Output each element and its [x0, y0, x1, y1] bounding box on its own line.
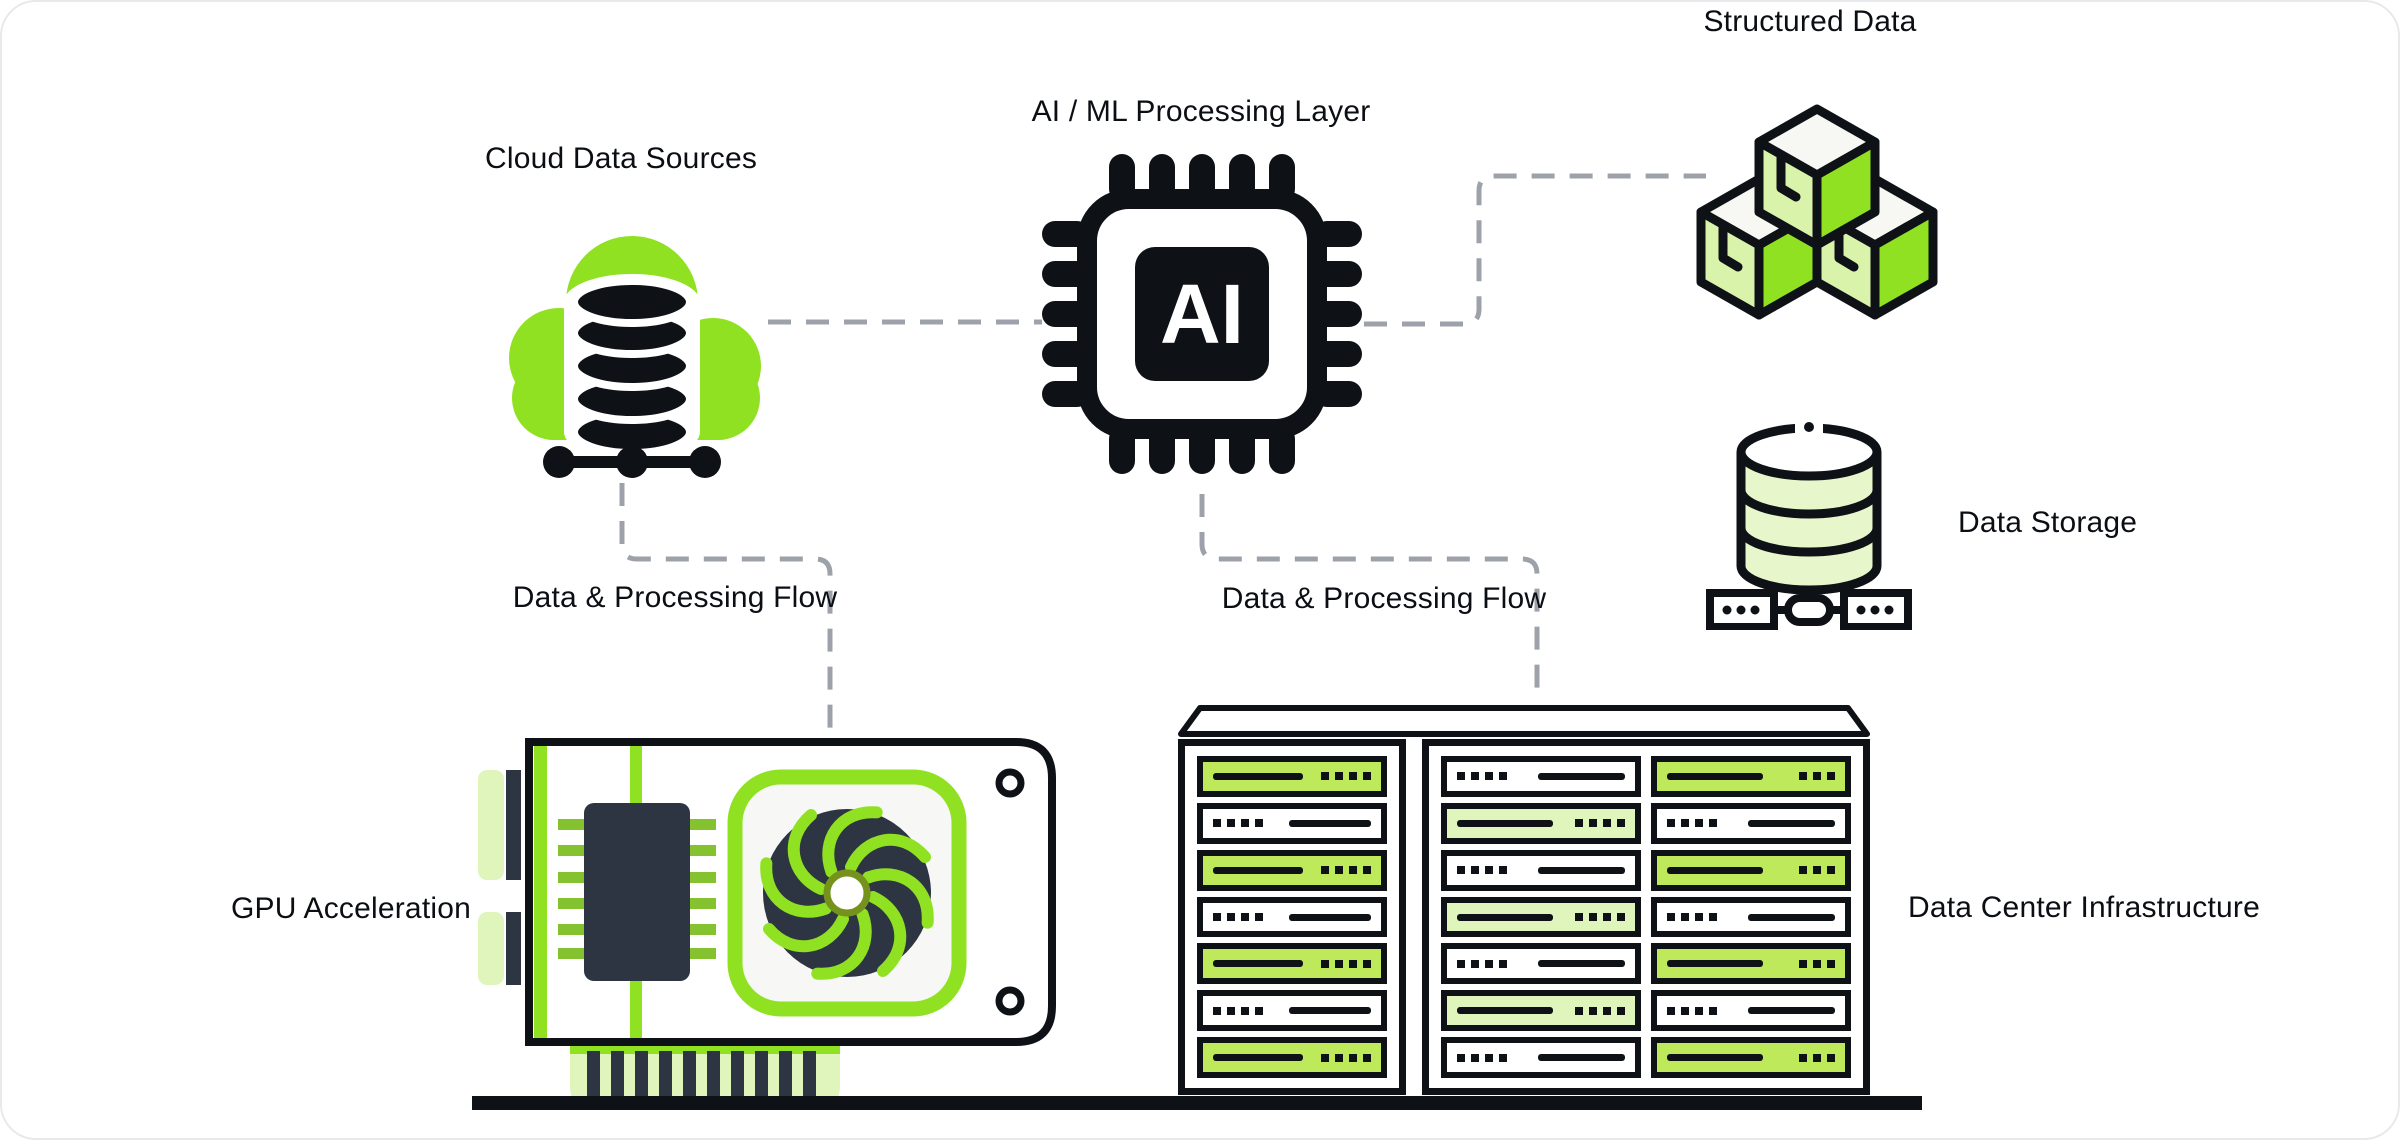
cubes-icon — [1696, 104, 1938, 320]
server-unit — [1197, 943, 1387, 985]
server-unit — [1197, 1037, 1387, 1079]
server-unit-dots — [1667, 913, 1717, 921]
connector-chip-to-cubes — [1364, 173, 1706, 327]
server-unit-dots — [1575, 913, 1625, 921]
server-unit-dots — [1213, 913, 1263, 921]
database-storage-icon — [1706, 421, 1912, 630]
server-unit-line — [1747, 1007, 1835, 1015]
rack-cabinet-left — [1178, 739, 1406, 1095]
server-unit-dots — [1321, 772, 1371, 781]
server-unit — [1651, 943, 1851, 985]
server-unit-line — [1747, 913, 1835, 921]
server-unit — [1441, 756, 1641, 797]
data-storage-label: Data Storage — [1958, 506, 2138, 539]
chip-core — [1135, 247, 1269, 381]
flow-label-right: Data & Processing Flow — [1221, 582, 1547, 615]
structured-data-label: Structured Data — [1703, 5, 1917, 38]
ai-chip-label: AI / ML Processing Layer — [1031, 95, 1371, 128]
server-unit — [1197, 756, 1387, 797]
server-unit-dots — [1457, 866, 1507, 875]
server-unit-dots — [1457, 959, 1507, 968]
gpu-card-icon — [478, 738, 1056, 1105]
gpu-fan — [727, 769, 967, 1017]
storage-connectors — [1706, 586, 1912, 630]
server-unit-line — [1288, 819, 1371, 827]
server-unit-line — [1288, 1007, 1371, 1015]
server-unit — [1651, 896, 1851, 938]
server-unit-dots — [1667, 1006, 1717, 1015]
server-unit-dots — [1321, 959, 1371, 968]
server-unit — [1197, 849, 1387, 891]
server-unit-dots — [1457, 772, 1507, 781]
rack-top-face — [1178, 705, 1870, 737]
server-unit — [1441, 802, 1641, 844]
server-unit — [1441, 849, 1641, 891]
server-unit — [1651, 990, 1851, 1032]
server-unit-line — [1667, 1054, 1763, 1062]
server-unit-line — [1457, 1007, 1553, 1015]
server-unit — [1651, 1037, 1851, 1079]
cloud-database-icon — [509, 236, 761, 478]
server-unit — [1651, 756, 1851, 797]
server-unit-line — [1537, 1054, 1625, 1062]
server-unit-dots — [1321, 866, 1371, 875]
gpu-label: GPU Acceleration — [231, 892, 471, 925]
server-unit-dots — [1799, 772, 1835, 781]
server-unit-dots — [1457, 1053, 1507, 1062]
ai-chip-icon: AI — [1042, 154, 1362, 474]
flow-label-left: Data & Processing Flow — [512, 581, 838, 614]
server-unit-line — [1537, 772, 1625, 780]
server-unit — [1197, 802, 1387, 844]
server-unit-line — [1213, 772, 1304, 780]
server-unit-line — [1457, 913, 1553, 921]
server-unit-dots — [1575, 819, 1625, 828]
server-unit-line — [1537, 866, 1625, 874]
server-unit-line — [1213, 1054, 1304, 1062]
server-unit-line — [1667, 866, 1763, 874]
server-unit — [1651, 802, 1851, 844]
server-unit-line — [1667, 960, 1763, 968]
rack-cabinet-right — [1422, 739, 1870, 1095]
gpu-chip — [558, 803, 716, 981]
server-unit — [1441, 896, 1641, 938]
server-unit — [1441, 1037, 1641, 1079]
server-unit — [1651, 849, 1851, 891]
gpu-screw-top — [995, 768, 1025, 798]
chip-text: AI — [1160, 267, 1244, 361]
server-unit-dots — [1575, 1006, 1625, 1015]
server-unit-line — [1667, 772, 1763, 780]
server-unit-line — [1213, 960, 1304, 968]
server-unit — [1197, 990, 1387, 1032]
gpu-screw-bottom — [995, 986, 1025, 1016]
server-rack — [1178, 705, 1870, 1095]
server-unit-line — [1457, 819, 1553, 827]
server-unit-dots — [1799, 959, 1835, 968]
server-unit-dots — [1213, 1006, 1263, 1015]
server-unit — [1441, 990, 1641, 1032]
server-unit-dots — [1213, 819, 1263, 828]
network-nodes — [543, 438, 721, 478]
server-unit-dots — [1667, 819, 1717, 828]
server-unit-line — [1747, 819, 1835, 827]
server-unit — [1197, 896, 1387, 938]
cloud-label: Cloud Data Sources — [484, 142, 758, 175]
server-unit-line — [1288, 913, 1371, 921]
database-cylinder — [564, 274, 700, 460]
server-unit-line — [1537, 960, 1625, 968]
server-unit-dots — [1799, 1053, 1835, 1062]
cube-top — [1754, 104, 1880, 250]
ground-line — [472, 1096, 1922, 1110]
data-center-label: Data Center Infrastructure — [1907, 891, 2261, 924]
server-unit-dots — [1321, 1053, 1371, 1062]
server-unit — [1441, 943, 1641, 985]
gpu-bracket-tabs — [478, 770, 521, 985]
server-unit-line — [1213, 866, 1304, 874]
server-unit-dots — [1799, 866, 1835, 875]
